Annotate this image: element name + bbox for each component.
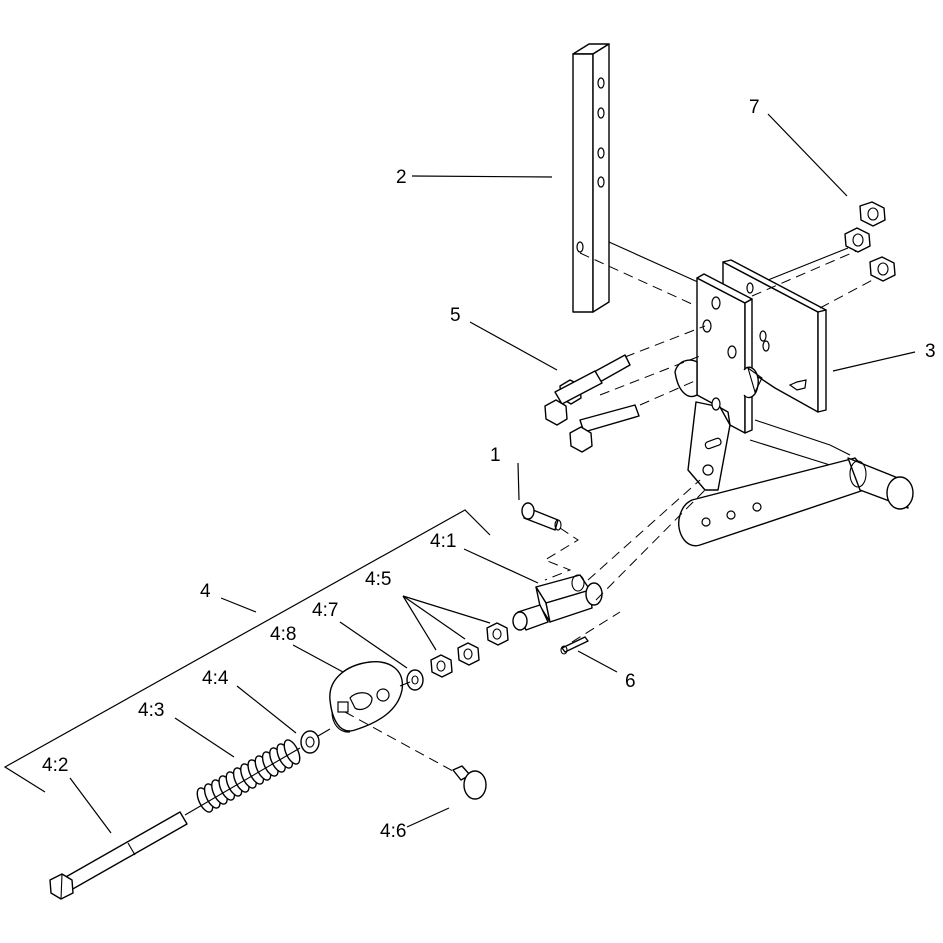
part-1-clevis-pin — [521, 502, 579, 581]
leader-lines — [69, 113, 916, 834]
part-4-6-carriage-bolt — [344, 711, 487, 800]
callout-4-4: 4:4 — [202, 668, 229, 689]
callout-4-7: 4:7 — [312, 600, 338, 621]
part-7-nuts — [751, 201, 896, 309]
assembly-4-bracket — [3, 509, 491, 793]
assembly-axis-line — [184, 747, 301, 816]
callout-7: 7 — [749, 97, 760, 118]
part-4-2-long-bolt — [49, 811, 188, 900]
callout-4-3: 4:3 — [138, 700, 164, 721]
axle-shaft — [847, 457, 914, 510]
part-2-square-post — [572, 43, 610, 313]
frame-rail — [749, 419, 851, 466]
callout-4-5: 4:5 — [365, 569, 391, 590]
callout-4-8: 4:8 — [270, 624, 296, 645]
part-6-cotter-pin — [560, 611, 621, 655]
callout-3: 3 — [925, 341, 936, 362]
callout-6: 6 — [625, 671, 636, 692]
part-4-1-clevis — [512, 479, 706, 631]
post-alignment-line — [579, 252, 706, 311]
post-frame-line — [608, 241, 701, 284]
callout-4: 4 — [200, 581, 211, 602]
callout-4-1: 4:1 — [430, 531, 456, 552]
pivot-arm — [678, 457, 871, 547]
lever-arm — [687, 397, 731, 491]
callout-4-6: 4:6 — [380, 821, 406, 842]
callout-1: 1 — [490, 445, 501, 466]
callout-4-2: 4:2 — [42, 755, 68, 776]
part-4-7-washer — [406, 669, 424, 691]
part-4-8-cam-plate — [329, 661, 404, 733]
assembly-axis-line-2 — [317, 728, 331, 737]
callout-2: 2 — [396, 167, 407, 188]
part-4-5-nuts — [430, 622, 509, 678]
front-bracket-plate — [674, 273, 763, 434]
callout-5: 5 — [450, 305, 461, 326]
assembly-axis-line-3 — [399, 681, 411, 687]
part-4-3-spring — [196, 739, 301, 813]
part-5-bolts — [544, 325, 706, 453]
part-4-4-washer — [300, 730, 320, 754]
